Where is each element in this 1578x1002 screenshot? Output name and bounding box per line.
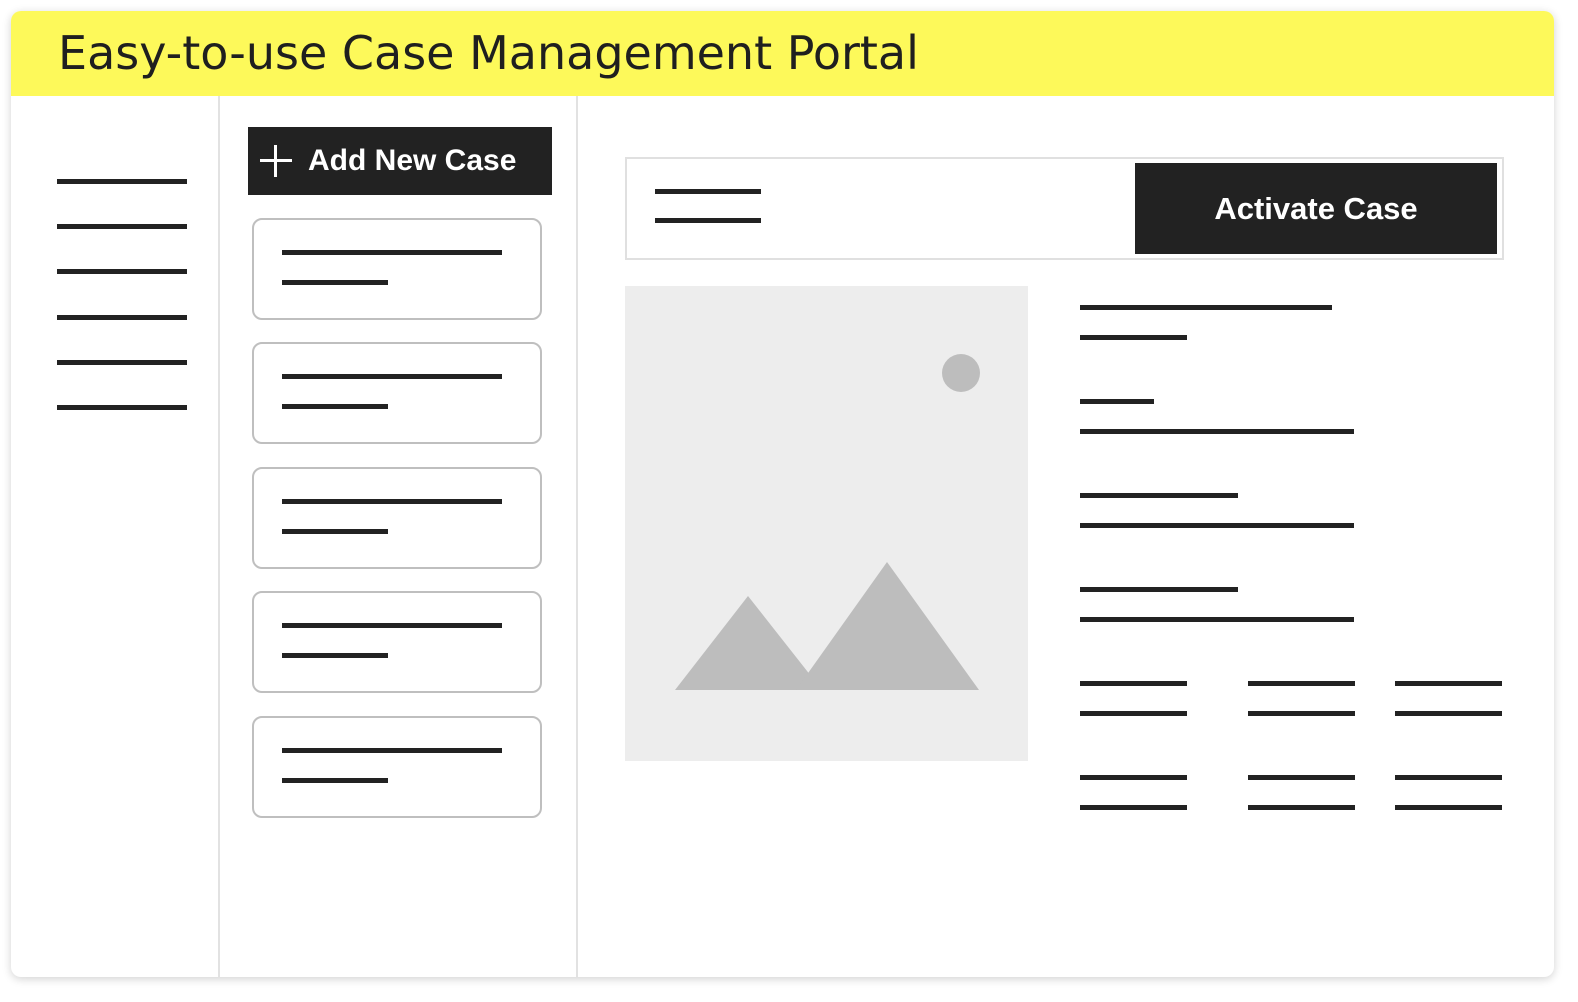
field-label-line: [1080, 493, 1238, 498]
grid-field-line: [1080, 681, 1187, 686]
add-new-case-button[interactable]: Add New Case: [248, 127, 552, 195]
case-title-line: [282, 623, 502, 628]
grid-field-line: [1248, 775, 1355, 780]
field-value-line: [1080, 429, 1354, 434]
case-title-line: [282, 499, 502, 504]
case-list-item[interactable]: [252, 716, 542, 818]
case-header: Activate Case: [625, 157, 1504, 260]
title-bar: Easy-to-use Case Management Portal: [11, 11, 1554, 96]
plus-icon: [260, 145, 292, 177]
case-title-line: [282, 374, 502, 379]
case-list-item[interactable]: [252, 467, 542, 569]
sidebar-item[interactable]: [57, 405, 187, 410]
image-placeholder-icon: [675, 354, 980, 690]
case-title-line: [282, 748, 502, 753]
grid-field-line: [1080, 775, 1187, 780]
case-subtitle-line: [282, 404, 388, 409]
field-value-line: [1080, 617, 1354, 622]
case-subtitle-line: [282, 280, 388, 285]
case-list-divider: [576, 96, 578, 977]
case-subtitle-line: [282, 529, 388, 534]
field-label-line: [1080, 587, 1238, 592]
case-title-line: [282, 250, 502, 255]
grid-field-line: [1248, 681, 1355, 686]
case-list-item[interactable]: [252, 218, 542, 320]
app-window: Easy-to-use Case Management Portal Add N…: [11, 11, 1554, 977]
case-image: [625, 286, 1028, 761]
grid-field-line: [1395, 775, 1502, 780]
grid-field-line: [1248, 805, 1355, 810]
case-header-title-line: [655, 189, 761, 194]
sidebar-item[interactable]: [57, 224, 187, 229]
add-new-case-label: Add New Case: [308, 144, 517, 177]
page-title: Easy-to-use Case Management Portal: [58, 26, 919, 80]
detail-subheading-line: [1080, 335, 1187, 340]
grid-field-line: [1248, 711, 1355, 716]
grid-field-line: [1080, 711, 1187, 716]
case-subtitle-line: [282, 653, 388, 658]
sidebar-item[interactable]: [57, 269, 187, 274]
sidebar-item[interactable]: [57, 179, 187, 184]
grid-field-line: [1395, 805, 1502, 810]
case-list-item[interactable]: [252, 342, 542, 444]
grid-field-line: [1395, 681, 1502, 686]
sidebar-item[interactable]: [57, 360, 187, 365]
field-value-line: [1080, 523, 1354, 528]
case-list-item[interactable]: [252, 591, 542, 693]
grid-field-line: [1080, 805, 1187, 810]
field-label-line: [1080, 399, 1154, 404]
sidebar-divider: [218, 96, 220, 977]
activate-case-button[interactable]: Activate Case: [1135, 163, 1497, 254]
case-header-subtitle-line: [655, 218, 761, 223]
detail-heading-line: [1080, 305, 1332, 310]
grid-field-line: [1395, 711, 1502, 716]
sidebar-item[interactable]: [57, 315, 187, 320]
case-subtitle-line: [282, 778, 388, 783]
